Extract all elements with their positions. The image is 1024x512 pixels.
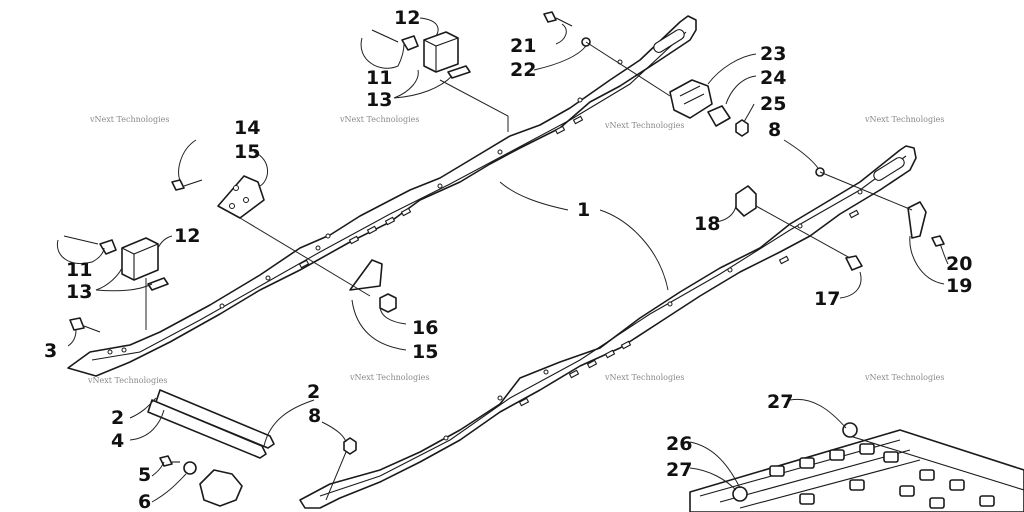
upper-slide-rail <box>67 15 697 377</box>
callout-labels: 1 2 2 3 4 5 6 8 8 11 11 12 12 13 13 14 1… <box>44 7 972 512</box>
nut <box>379 293 397 313</box>
callout-15: 15 <box>412 341 438 363</box>
washer <box>183 461 197 475</box>
callout-16: 16 <box>412 317 438 339</box>
leader-lines <box>56 17 949 503</box>
pad <box>147 277 169 291</box>
track-lugs <box>769 443 995 509</box>
bolt <box>543 11 557 23</box>
callout-13: 13 <box>66 281 92 303</box>
clip <box>99 239 117 255</box>
callout-14: 14 <box>234 117 260 139</box>
callout-5: 5 <box>138 464 151 486</box>
bolt <box>159 455 173 467</box>
clip <box>401 35 419 51</box>
callout-4: 4 <box>111 430 124 452</box>
callout-21: 21 <box>510 35 536 57</box>
track <box>689 422 1024 512</box>
watermark: vNext Technologies <box>89 115 169 124</box>
callout-25: 25 <box>760 93 786 115</box>
callout-11: 11 <box>366 67 392 89</box>
callout-22: 22 <box>510 59 536 81</box>
watermark: vNext Technologies <box>349 373 429 382</box>
lower-slide-rail <box>299 145 917 509</box>
mount-bracket <box>199 469 243 507</box>
idler-wheel <box>669 79 713 119</box>
rail-holes <box>443 189 863 441</box>
watermark: vNext Technologies <box>864 115 944 124</box>
watermark: vNext Technologies <box>87 376 167 385</box>
nut <box>735 119 749 137</box>
nut <box>343 437 357 455</box>
bolt <box>845 255 863 271</box>
callout-18: 18 <box>694 213 720 235</box>
rail-slots <box>518 209 860 407</box>
bumper-block <box>121 237 159 281</box>
rail-end-slot <box>873 157 905 181</box>
callout-27: 27 <box>767 391 793 413</box>
callout-11: 11 <box>66 259 92 281</box>
bracket <box>349 259 383 291</box>
cross-shafts <box>147 389 275 459</box>
callout-17: 17 <box>814 288 840 310</box>
callout-24: 24 <box>760 67 786 89</box>
callout-23: 23 <box>760 43 786 65</box>
rail-slots <box>298 115 584 269</box>
watermark: vNext Technologies <box>604 373 684 382</box>
watermark: vNext Technologies <box>864 373 944 382</box>
pad <box>447 65 471 79</box>
bolt <box>69 317 85 331</box>
callout-8: 8 <box>768 119 781 141</box>
callout-6: 6 <box>138 491 151 512</box>
callout-26: 26 <box>666 433 692 455</box>
bracket <box>217 175 265 219</box>
callout-13: 13 <box>366 89 392 111</box>
track-clips <box>732 422 858 502</box>
bumper-block <box>423 31 459 73</box>
watermark: vNext Technologies <box>339 115 419 124</box>
callout-2: 2 <box>111 407 124 429</box>
bracket <box>907 201 927 239</box>
callout-27: 27 <box>666 459 692 481</box>
spacer <box>707 105 731 127</box>
rail-end-slot <box>653 29 685 53</box>
callout-19: 19 <box>946 275 972 297</box>
spacer <box>735 185 757 217</box>
watermark: vNext Technologies <box>604 121 684 130</box>
watermarks: vNext Technologies vNext Technologies vN… <box>87 115 944 385</box>
bolt <box>171 179 185 191</box>
callout-1: 1 <box>577 199 590 221</box>
callout-20: 20 <box>946 253 972 275</box>
callout-15: 15 <box>234 141 260 163</box>
callout-12: 12 <box>174 225 200 247</box>
callout-8: 8 <box>308 405 321 427</box>
bolt <box>931 235 945 247</box>
rail-holes <box>107 59 623 355</box>
callout-12: 12 <box>394 7 420 29</box>
callout-3: 3 <box>44 340 57 362</box>
callout-2: 2 <box>307 381 320 403</box>
